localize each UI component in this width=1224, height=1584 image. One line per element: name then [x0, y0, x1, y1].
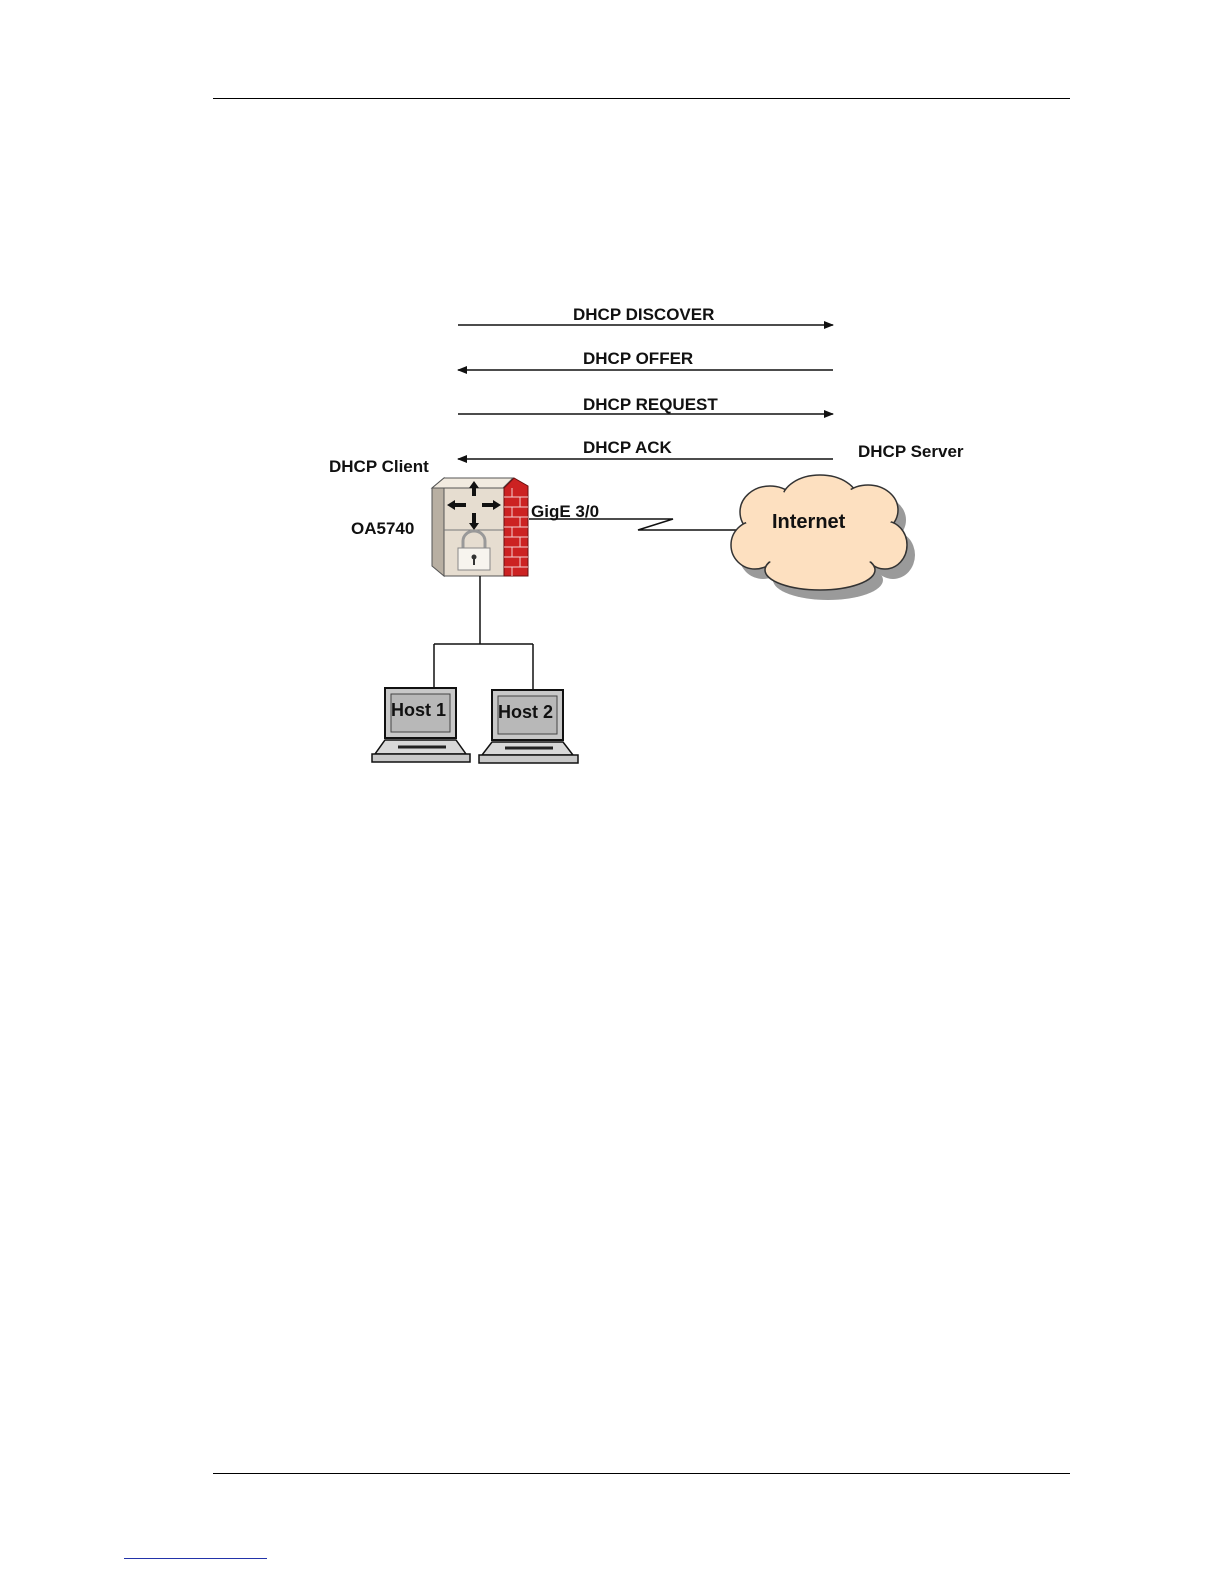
lan-wiring — [434, 576, 533, 690]
dhcp-discover-label: DHCP DISCOVER — [573, 305, 714, 324]
dhcp-discover-message: DHCP DISCOVER — [458, 305, 833, 325]
interface-label: GigE 3/0 — [531, 502, 599, 521]
host-1-label: Host 1 — [391, 700, 446, 720]
host-1-laptop-icon: Host 1 — [372, 688, 470, 762]
host-2-laptop-icon: Host 2 — [479, 690, 578, 763]
dhcp-offer-label: DHCP OFFER — [583, 349, 693, 368]
device-label: OA5740 — [351, 519, 414, 538]
dhcp-ack-label: DHCP ACK — [583, 438, 673, 457]
dhcp-request-label: DHCP REQUEST — [583, 395, 718, 414]
dhcp-client-label: DHCP Client — [329, 457, 429, 476]
internet-label: Internet — [772, 511, 846, 533]
dhcp-offer-message: DHCP OFFER — [458, 349, 833, 370]
host-2-label: Host 2 — [498, 702, 553, 722]
dhcp-request-message: DHCP REQUEST — [458, 395, 833, 414]
internet-cloud-icon: Internet — [731, 475, 915, 600]
router-firewall-icon — [432, 478, 528, 576]
dhcp-ack-message: DHCP ACK — [458, 438, 833, 459]
dhcp-server-label: DHCP Server — [858, 442, 964, 461]
